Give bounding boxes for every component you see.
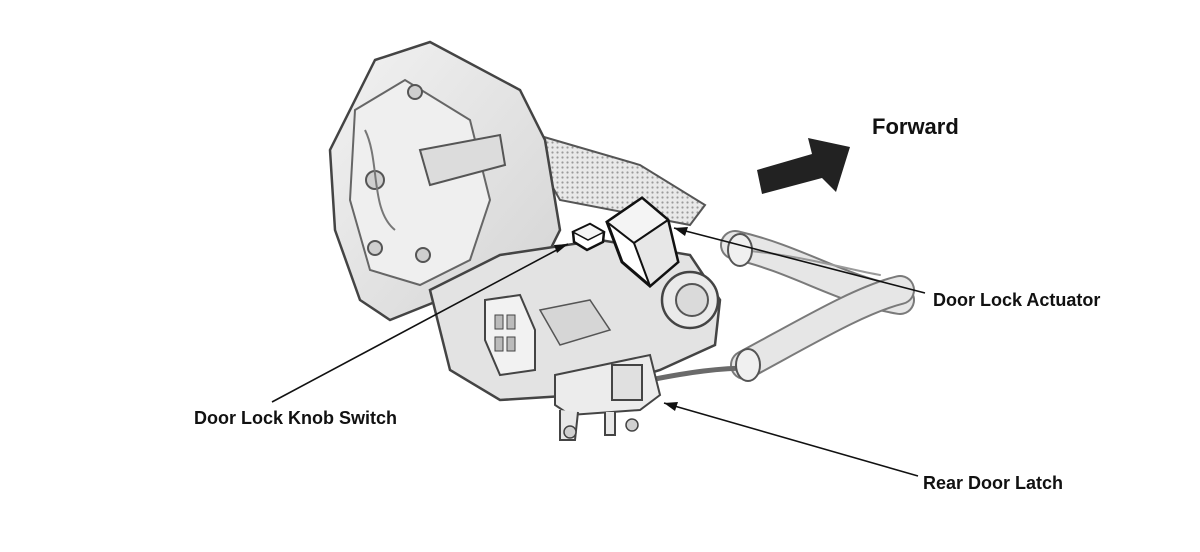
door-lock-actuator-label: Door Lock Actuator xyxy=(933,290,1101,310)
leader-line-knob-switch xyxy=(271,243,569,403)
mounting-hole xyxy=(415,247,431,263)
door-lock-knob-switch xyxy=(571,222,606,252)
leader-lines xyxy=(271,227,926,477)
door-lock-actuator xyxy=(605,196,680,288)
rear-door-latch-label: Rear Door Latch xyxy=(923,473,1064,493)
cable-grommet xyxy=(735,348,761,382)
cable-grommet xyxy=(727,233,753,267)
leader-line-actuator xyxy=(673,227,926,294)
cable-bundle xyxy=(647,230,915,383)
leader-arrowheads xyxy=(554,227,688,411)
forward-arrow xyxy=(757,138,850,194)
mounting-hole xyxy=(367,240,383,256)
latch-slot xyxy=(418,133,507,187)
leader-line-rear-latch xyxy=(663,402,919,477)
mounting-hole xyxy=(407,84,423,100)
door-lock-knob-switch-label: Door Lock Knob Switch xyxy=(194,408,398,428)
latch-plate xyxy=(348,78,492,287)
forward-label: Forward xyxy=(872,114,959,139)
